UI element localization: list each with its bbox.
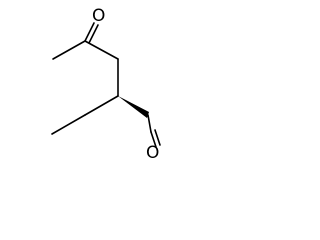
structure-diagram: O O <box>51 6 161 163</box>
aldehyde-oxygen-label: O <box>146 143 159 163</box>
bond-carbonyl-oxygen-a <box>84 22 95 42</box>
bond-carbonyl-ch2 <box>84 40 119 60</box>
bond-ch2-aldehyde-carbon <box>147 114 152 133</box>
ketone-oxygen-label: O <box>92 6 105 26</box>
molecule-canvas: O O <box>0 0 177 178</box>
bond-chiral-ethyl <box>84 95 119 116</box>
bond-methyl-carbonyl <box>52 40 86 60</box>
bond-aldehyde-oxygen-b <box>154 129 161 146</box>
bond-ethyl-methyl <box>51 114 86 135</box>
bond-aldehyde-oxygen-a <box>150 131 157 148</box>
bond-carbonyl-oxygen-b <box>88 24 99 44</box>
stereo-wedge-bond <box>118 96 149 118</box>
